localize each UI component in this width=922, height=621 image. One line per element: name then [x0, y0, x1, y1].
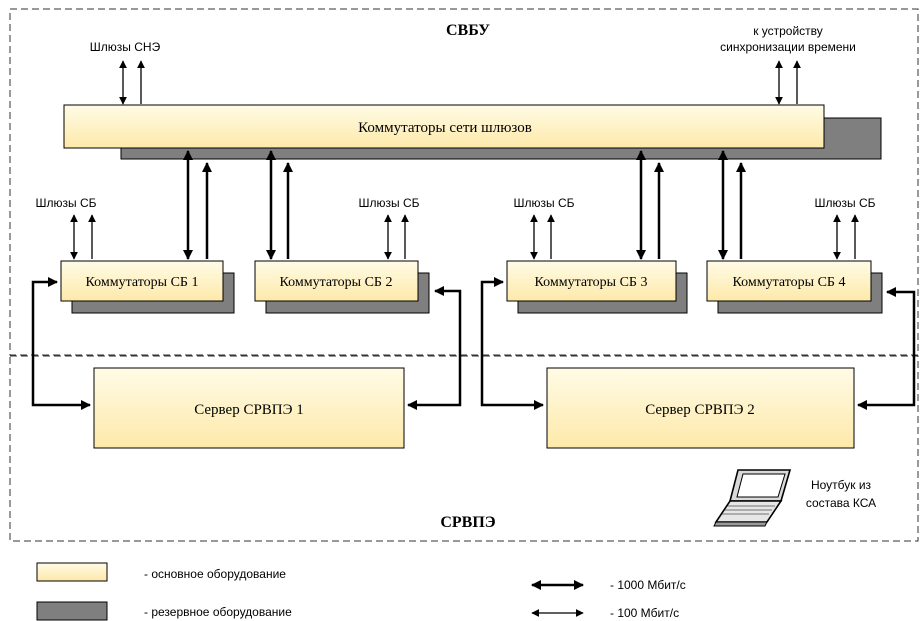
server2-to-sb3-link [480, 277, 544, 410]
laptop-icon [713, 469, 792, 527]
svbu-zone-border [9, 8, 919, 356]
sb-gateway-arrows-2 [384, 214, 409, 260]
laptop-label-line2: состава КСА [806, 496, 876, 510]
legend: - основное оборудование - резервное обор… [36, 562, 686, 621]
sb-switch-2: Коммутаторы СБ 2 [254, 260, 430, 314]
time-sync-label-line1: к устройству [753, 24, 823, 38]
srvpe-zone-title: СРВПЭ [440, 514, 495, 531]
server2-to-sb4-link [857, 287, 916, 410]
server-1-label: Сервер СРВПЭ 1 [194, 402, 304, 418]
sb-switch-4-label: Коммутаторы СБ 4 [733, 275, 846, 290]
legend-100-label: - 100 Мбит/с [610, 606, 679, 620]
gateway-switches-label: Коммутаторы сети шлюзов [358, 120, 532, 136]
server-2-label: Сервер СРВПЭ 2 [645, 402, 755, 418]
sb-gateway-arrows-3 [530, 214, 555, 260]
trunk-links-sb1 [183, 150, 212, 260]
srvpe-zone-border [9, 355, 919, 542]
sb-switch-4: Коммутаторы СБ 4 [706, 260, 883, 314]
sb-gateway-arrows-4 [833, 214, 859, 260]
legend-1000-label: - 1000 Мбит/с [610, 578, 686, 592]
legend-reserve-label: - резервное оборудование [144, 605, 292, 619]
time-sync-link-arrows [775, 60, 801, 105]
server1-to-sb1-link [31, 277, 91, 410]
sb-switch-1: Коммутаторы СБ 1 [60, 260, 235, 314]
legend-main-label: - основное оборудование [144, 567, 286, 581]
sne-link-arrows [119, 60, 145, 105]
server-1: Сервер СРВПЭ 1 [93, 367, 405, 449]
gateway-switches-main [63, 104, 825, 149]
sb-gateway-arrows-1 [70, 214, 96, 260]
sb-switch-1-label: Коммутаторы СБ 1 [86, 275, 199, 290]
trunk-links-sb2 [266, 150, 293, 260]
laptop-label-line1: Ноутбук из [811, 478, 872, 492]
gateways-sb-label-4: Шлюзы СБ [814, 196, 875, 210]
server1-to-sb2-link [407, 286, 462, 410]
gateways-sb-label-2: Шлюзы СБ [358, 196, 419, 210]
sb-switch-3-label: Коммутаторы СБ 3 [535, 275, 648, 290]
gateways-sne-label: Шлюзы СНЭ [90, 40, 161, 54]
legend-main-swatch [36, 562, 108, 582]
trunk-links-sb3 [636, 150, 664, 260]
svbu-zone-title: СВБУ [446, 22, 490, 39]
sb-switch-2-label: Коммутаторы СБ 2 [280, 275, 393, 290]
gateways-sb-label-3: Шлюзы СБ [513, 196, 574, 210]
server-2: Сервер СРВПЭ 2 [546, 367, 855, 449]
trunk-links-sb4 [718, 150, 746, 260]
time-sync-label-line2: синхронизации времени [720, 40, 856, 54]
legend-reserve-swatch [36, 601, 108, 621]
gateways-sb-label-1: Шлюзы СБ [35, 196, 96, 210]
sb-switch-3: Коммутаторы СБ 3 [506, 260, 688, 314]
